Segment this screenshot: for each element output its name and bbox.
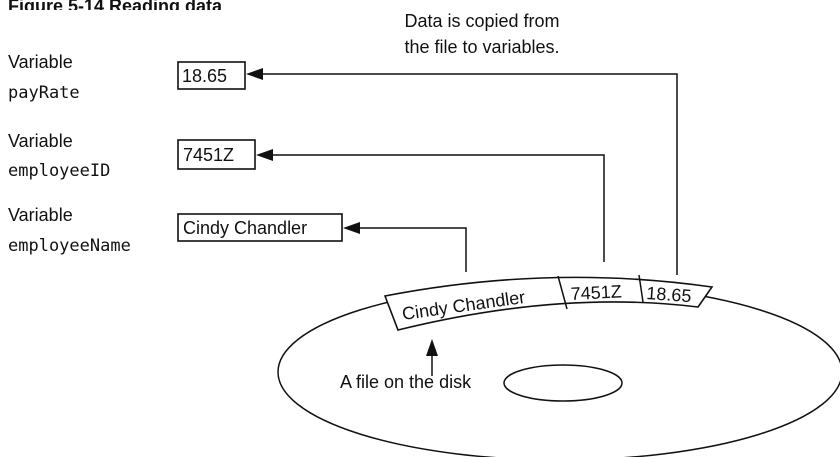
arrowhead-employeename [343, 222, 360, 234]
employeename-value: Cindy Chandler [183, 218, 307, 238]
disk-label: A file on the disk [340, 372, 472, 392]
payrate-value-box [177, 61, 246, 90]
file-field-divider [638, 274, 644, 303]
file-field-employeeid: 7451Z [570, 281, 622, 304]
copy-arrow-employeename [360, 227, 467, 272]
copy-arrow-employeeid [273, 154, 605, 262]
variable-employeeid: Variable employeeID 7451Z [8, 131, 256, 181]
variable-payrate: Variable payRate 18.65 [8, 52, 246, 103]
file-field-divider [557, 275, 568, 310]
variable-kind-label: Variable [8, 131, 73, 151]
employeeid-value: 7451Z [183, 145, 234, 165]
employeename-value-box [177, 213, 343, 242]
variable-kind-label: Variable [8, 52, 73, 72]
disk-hub-hole [503, 364, 623, 402]
copy-arrow-payrate [262, 73, 678, 275]
file-record-strip [383, 276, 714, 331]
variable-name-employeeid: employeeID [8, 161, 110, 181]
variable-name-payrate: payRate [8, 83, 80, 103]
employeeid-value-box [177, 139, 256, 170]
arrowhead-employeeid [256, 149, 273, 161]
variable-kind-label: Variable [8, 205, 73, 225]
variable-employeename: Variable employeeName Cindy Chandler [8, 205, 343, 256]
figure-title-fragment: Figure 5-14 Reading data [8, 0, 223, 16]
file-pointer-arrowhead [426, 339, 438, 356]
payrate-value: 18.65 [182, 66, 227, 86]
file-record: Cindy Chandler 7451Z 18.65 [383, 274, 714, 331]
variable-name-employeename: employeeName [8, 236, 131, 256]
caption-line-2: the file to variables. [404, 37, 559, 57]
caption-line-1: Data is copied from [404, 11, 559, 31]
file-field-payrate: 18.65 [646, 283, 692, 306]
arrowhead-payrate [246, 68, 263, 80]
